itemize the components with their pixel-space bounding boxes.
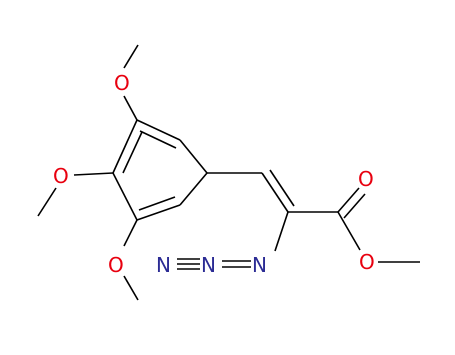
nitrogen-atom-label: N: [201, 253, 216, 277]
benzene-ring: [112, 119, 208, 221]
ring-bond: [136, 204, 181, 221]
vinyl-double-bond-inner: [269, 169, 295, 207]
ring-double-bond: [139, 130, 177, 149]
carbonyl-double-bond-inner: [343, 193, 366, 219]
nitrogen-atom-label: N: [156, 253, 171, 277]
carbonyl-double-bond: [337, 187, 360, 213]
vinyl-double-bond: [261, 172, 289, 213]
ring-to-oxygen-bond: [123, 95, 138, 121]
oxygen-atom-label: O: [359, 250, 375, 274]
acrylate-chain: [207, 169, 420, 263]
oxygen-to-methyl-bond: [123, 275, 139, 301]
nitrogen-atom-label: N: [252, 253, 267, 277]
ring-bond: [136, 119, 181, 141]
oxygen-to-methyl-bond: [37, 187, 57, 217]
ring-double-bond: [122, 131, 143, 174]
ring-bond: [179, 139, 208, 174]
ring-to-oxygen-bond: [73, 172, 114, 176]
azide-group: [177, 258, 251, 270]
methoxy-top: [123, 44, 139, 121]
oxygen-to-methyl-bond: [123, 44, 139, 69]
methoxy-middle: [37, 172, 114, 217]
oxygen-atom-label: O: [108, 253, 124, 277]
ring-double-bond: [138, 196, 176, 211]
carbonyl-to-ester-oxygen-bond: [337, 211, 361, 251]
ring-bond: [112, 172, 138, 221]
oxygen-atom-label: O: [53, 164, 69, 188]
ring-to-oxygen-bond: [123, 219, 138, 247]
ring-bond: [179, 172, 208, 206]
ring-bond: [112, 119, 138, 174]
methoxy-bottom: [123, 219, 139, 301]
oxygen-atom-label: O: [114, 71, 130, 95]
alpha-to-azide-bond: [274, 211, 289, 252]
oxygen-atom-label: O: [358, 167, 374, 191]
